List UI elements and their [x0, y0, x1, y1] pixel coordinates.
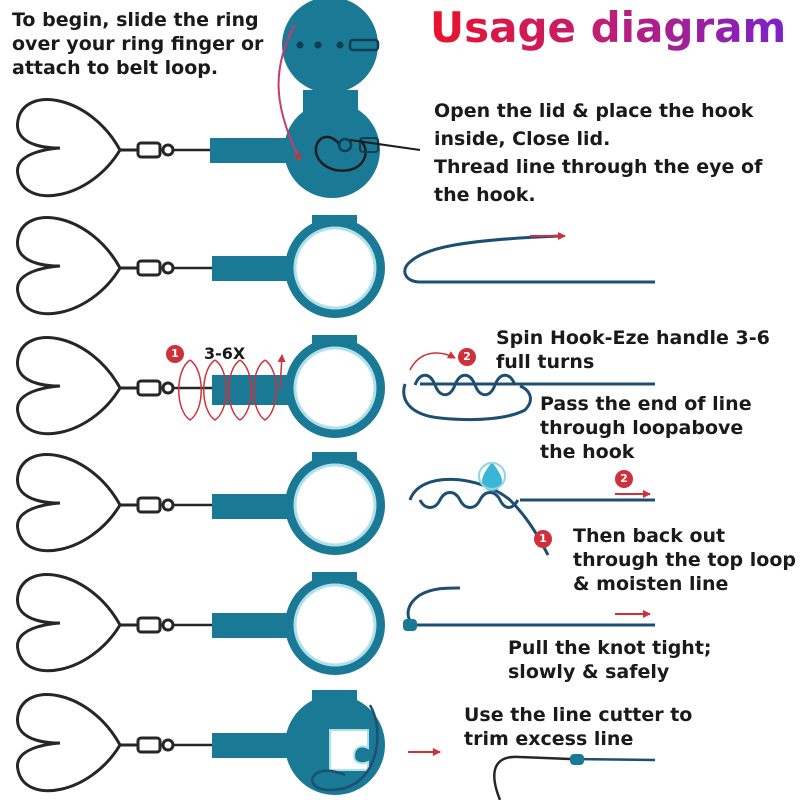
hook-icon: [314, 135, 367, 172]
step-badge-2: 2: [458, 348, 476, 366]
tool-handle-icon: [210, 138, 290, 163]
step-badge-1: 1: [534, 530, 552, 548]
clip-icon: [16, 693, 122, 793]
clip-icon: [16, 216, 122, 316]
knot-icon: [403, 619, 417, 631]
hook-icon: [493, 755, 571, 800]
water-drop-icon: [482, 462, 502, 491]
clip-icon: [16, 453, 122, 553]
fishing-line-icon: [402, 382, 655, 422]
step-badge-2: 2: [615, 470, 633, 488]
fishing-line-icon: [569, 757, 656, 762]
tool-handle-icon: [212, 256, 292, 281]
step-3-text: Spin Hook-Eze handle 3-6 full turns: [496, 327, 770, 373]
wrap-coil-icon: [418, 491, 520, 509]
diagram-title: Usage diagram: [430, 0, 786, 56]
step-7-text: Use the line cutter to trim excess line: [464, 704, 693, 750]
fishing-line-icon: [403, 234, 655, 284]
wrap-coil-icon: [413, 373, 517, 397]
swivel-icon: [136, 616, 162, 634]
step-1-text: To begin, slide the ring over your ring …: [12, 9, 264, 79]
swivel-icon: [136, 496, 162, 514]
turns-label: 3-6X: [204, 344, 246, 363]
arrow-icon: [409, 351, 456, 371]
step-3-assembly: [16, 335, 655, 438]
clip-icon: [16, 573, 122, 673]
clip-icon: [16, 336, 122, 436]
swivel-icon: [136, 141, 162, 159]
spin-coil-icon: [178, 359, 277, 421]
knot-icon: [570, 754, 584, 765]
step-5-assembly: [16, 572, 655, 675]
step-2-assembly: [16, 215, 655, 318]
swivel-icon: [136, 736, 162, 754]
swivel-icon: [136, 379, 162, 397]
tool-lid-icon: [282, 0, 378, 93]
tool-ring-icon: [284, 102, 380, 198]
tool-handle-icon: [212, 733, 292, 758]
arrow-icon: [277, 354, 286, 391]
step-6-text: Pull the knot tight; slowly & safely: [508, 637, 712, 683]
swivel-icon: [136, 259, 162, 277]
cutter-icon: [329, 729, 369, 771]
step-badge-1: 1: [166, 345, 184, 363]
fishing-line-icon: [311, 704, 379, 792]
step-6-assembly: [16, 690, 656, 800]
step-4-assembly: [16, 452, 655, 556]
tool-handle-icon: [212, 494, 292, 519]
tool-handle-icon: [212, 613, 292, 638]
step-5-text: Then back out through the top loop & moi…: [573, 525, 796, 595]
step-2-text: Open the lid & place the hook inside, Cl…: [434, 100, 763, 206]
fishing-line-icon: [408, 477, 655, 556]
step-1-assembly: [16, 0, 421, 198]
clip-icon: [16, 98, 122, 198]
step-4-text: Pass the end of line through loopabove t…: [540, 393, 752, 463]
